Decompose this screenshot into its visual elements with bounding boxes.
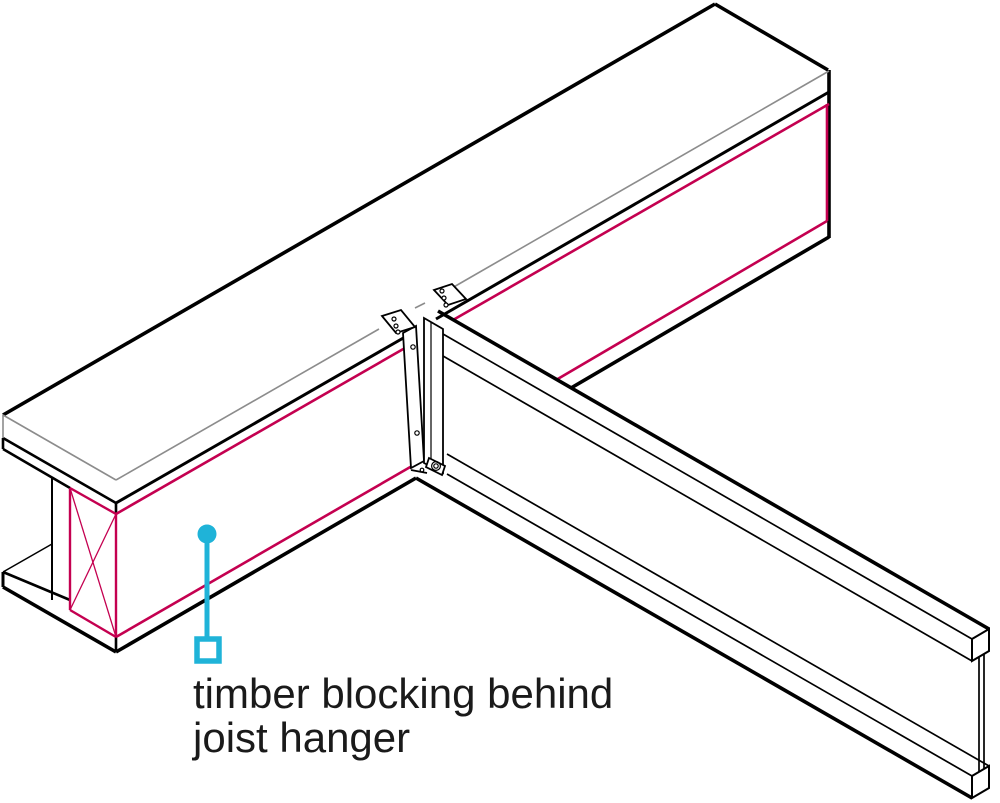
nail-holes — [391, 288, 449, 473]
annotation-label: timber blocking behind joist hanger — [193, 672, 613, 760]
i-joist — [415, 309, 990, 800]
leader-dot-marker — [197, 524, 217, 544]
leader-square-marker — [194, 636, 222, 664]
annotation-label-line2: joist hanger — [193, 714, 411, 761]
joist-bottom-flange-end — [971, 764, 990, 800]
steel-beam — [1, 2, 831, 654]
timber-top-plate — [2, 70, 830, 481]
hanger-side-plate — [423, 316, 444, 475]
leader-line — [194, 524, 222, 664]
joist-hanger — [380, 282, 468, 477]
annotation-label-line1: timber blocking behind — [193, 670, 614, 717]
hanger-top-flap-right — [432, 282, 468, 307]
joist-top-flange-end — [971, 627, 990, 663]
timber-blocking — [68, 102, 830, 639]
hanger-top-flap-left — [380, 308, 417, 335]
